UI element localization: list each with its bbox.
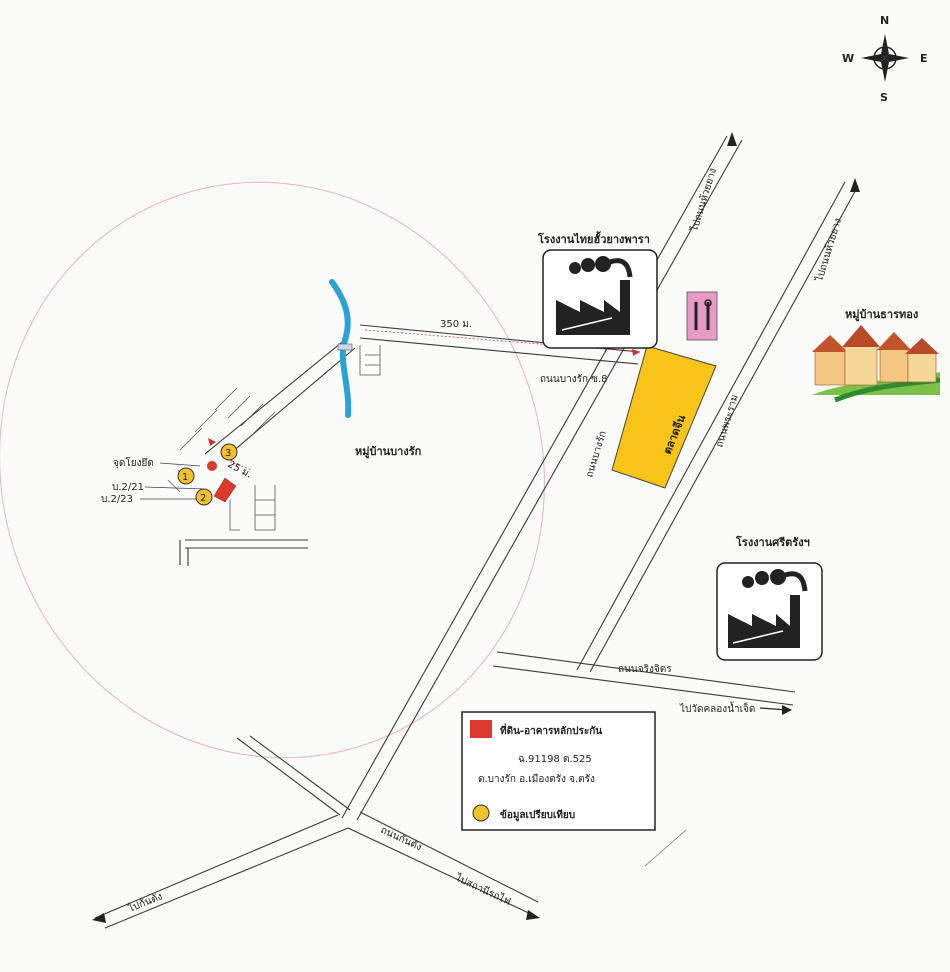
road-label-phraram: ถนนพระราม [714,393,740,448]
compass-rose-icon: N S W E [842,14,928,104]
village-houses-icon [812,325,941,403]
plot-outlines [167,345,381,531]
comparable-marker-1-number: 1 [182,472,188,483]
road-label-to-wat: ไปวัดคลองน้ำเจ็ด [679,701,755,715]
factory-icon-bottom [716,562,823,661]
compass-n: N [880,14,889,27]
vicinity-circle [0,181,545,759]
legend-collateral-swatch [470,720,492,738]
legend-collateral-label: ที่ดิน-อาคารหลักประกัน [500,723,602,737]
scan-mark [644,829,687,867]
comparable-marker-1: 1 [177,467,195,485]
compass-s: S [880,91,888,104]
road-label-to-station: ไปสถานีรถไฟ [453,871,513,907]
comparable-marker-3: 3 [220,443,238,461]
legend-box: ที่ดิน-อาคารหลักประกัน ฉ.91198 ต.525 ต.บ… [461,711,656,831]
compass-w: W [842,52,854,65]
legend-location: ต.บางรัก อ.เมืองตรัง จ.ตรัง [478,773,595,785]
road-label-bangrak: ถนนบางรัก [584,430,609,479]
collateral-point [207,461,217,471]
distance-25-label: 25 ม. [226,459,254,481]
junction-label: จุดโยงยึด [113,456,154,469]
road-label-soi8: ถนนบางรัก ซ.8 [540,374,608,385]
service-station-icon [686,291,718,341]
road-label-ringchit: ถนนจริงจิตร [618,664,672,675]
market-block: ตลาดจีน [611,345,717,489]
legend-deed: ฉ.91198 ต.525 [518,754,592,765]
factory-bottom-label: โรงงานศรีตรังฯ [735,535,810,549]
plot-label-221: บ.2/21 [112,482,144,493]
collateral-plot [213,477,237,503]
comparable-marker-2: 2 [195,488,213,506]
compass-e: E [920,52,928,65]
factory-top-label: โรงงานไทยฮั้วยางพารา [537,231,650,246]
road-label-to-huaiyang-2: ไปถนนห้วยยาง [813,217,844,284]
legend-comparable-label: ข้อมูลเปรียบเทียบ [500,809,575,822]
village-center-label: หมู่บ้านบางรัก [355,445,422,459]
comparable-marker-3-number: 3 [225,448,231,459]
water-channel [329,279,352,418]
roads [94,135,859,929]
bridge-icon [337,343,353,351]
road-label-kantang: ถนนกันตัง [379,825,424,854]
legend-comparable-swatch [472,804,490,822]
factory-icon-top [542,249,658,349]
direction-arrows [92,132,860,923]
comparable-marker-2-number: 2 [200,493,206,504]
plot-label-223: บ.2/23 [101,494,133,505]
village-right-label: หมู่บ้านธารทอง [845,308,918,322]
distance-350-label: 350 ม. [440,319,472,330]
